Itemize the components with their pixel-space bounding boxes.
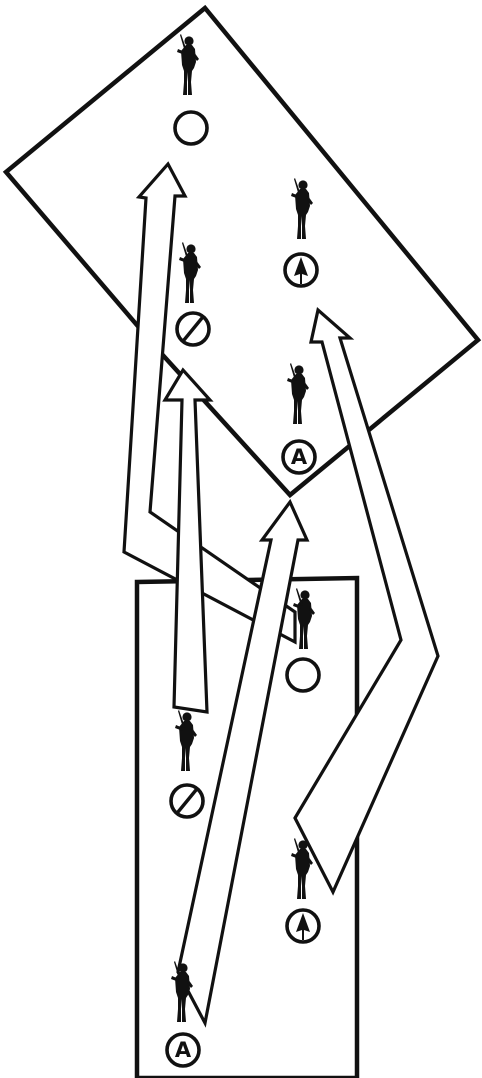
doorway-position: A (283, 363, 315, 473)
blank-circle-marker (175, 112, 207, 144)
upper-room-right-position (285, 178, 317, 286)
upper-room-rear-position (175, 34, 207, 144)
lower-room-left-position (171, 710, 203, 817)
soldier-icon (179, 242, 201, 303)
blank-circle-marker (287, 659, 319, 691)
upper-room-left-position (177, 242, 209, 345)
soldier-icon (287, 363, 309, 424)
soldier-icon (291, 178, 313, 239)
marker-label-a: A (291, 445, 308, 469)
upper-room-outline (6, 8, 478, 495)
soldier-icon (175, 710, 197, 771)
movement-arrow-right-to-upper (295, 310, 438, 892)
movement-arrows (124, 164, 438, 1023)
soldier-icon (177, 34, 199, 95)
marker-label-a: A (175, 1038, 192, 1062)
